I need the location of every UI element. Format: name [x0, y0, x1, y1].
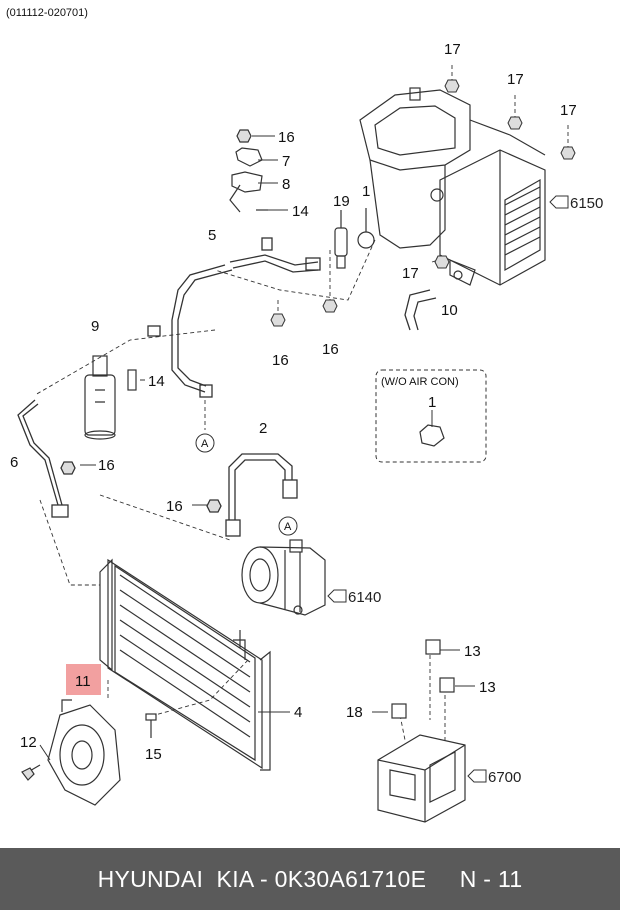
relay-box-6700: [377, 639, 466, 823]
condenser-fan-11: [21, 699, 121, 806]
nut-16-icons: [270, 299, 338, 327]
ac-compressor: [241, 539, 326, 616]
ref-6150: 6150: [570, 195, 603, 212]
callout-17-right: 17: [560, 102, 577, 119]
callout-5: 5: [208, 227, 216, 244]
callout-16-pipe: 16: [98, 457, 115, 474]
expansion-valve: [334, 208, 375, 269]
callout-17-lower: 17: [402, 265, 419, 282]
callout-14-mid: 14: [148, 373, 165, 390]
parts-diagram-canvas: (011112-020701): [6, 7, 603, 823]
ref-6700: 6700: [488, 769, 521, 786]
callout-15: 15: [145, 746, 162, 763]
callout-2: 2: [259, 420, 267, 437]
callout-10: 10: [441, 302, 458, 319]
callout-6: 6: [10, 454, 18, 471]
bracket-parts: [229, 129, 268, 213]
suction-hose-5: [147, 237, 321, 398]
callout-16-hose: 16: [166, 498, 183, 515]
ref-circle-a-2: [278, 516, 298, 536]
condenser-4: [99, 558, 271, 771]
callout-17-top: 17: [444, 41, 461, 58]
footer-text: HYUNDAI KIA - 0K30A61710E N - 11: [97, 865, 523, 892]
callout-18: 18: [346, 704, 363, 721]
callout-4: 4: [294, 704, 302, 721]
cover-plug-1: [419, 424, 445, 447]
ref-a-2: A: [284, 521, 292, 533]
liquid-pipe-6: [17, 399, 76, 518]
callout-16-top: 16: [278, 129, 295, 146]
callout-12: 12: [20, 734, 37, 751]
callout-1: 1: [362, 183, 370, 200]
nut-17-icons: [434, 79, 576, 269]
callout-1-box: 1: [428, 394, 436, 411]
callout-16-a: 16: [272, 352, 289, 369]
highlight-box-11: [66, 664, 101, 695]
callout-13-a: 13: [464, 643, 481, 660]
callout-8: 8: [282, 176, 290, 193]
leader-solid: [39, 135, 475, 761]
callout-19: 19: [333, 193, 350, 210]
ref-a-1: A: [201, 438, 209, 450]
diagram-code: (011112-020701): [6, 7, 88, 19]
callout-7: 7: [282, 153, 290, 170]
ref-6140: 6140: [348, 589, 381, 606]
bolt-15: [145, 713, 157, 738]
discharge-hose-2: [206, 453, 298, 537]
callout-9: 9: [91, 318, 99, 335]
part-number-footer: HYUNDAI KIA - 0K30A61710E N - 11: [0, 848, 620, 910]
callout-11: 11: [75, 673, 91, 690]
ref-circle-a-1: [195, 433, 215, 453]
callout-16-b: 16: [322, 341, 339, 358]
receiver-dryer-9: [84, 355, 137, 440]
wo-aircon-title: (W/O AIR CON): [381, 376, 459, 388]
wo-aircon-box: [375, 369, 487, 463]
ref-arrows: [327, 195, 569, 783]
callout-14-top: 14: [292, 203, 309, 220]
callout-13-b: 13: [479, 679, 496, 696]
callout-17-mid: 17: [507, 71, 524, 88]
hvac-unit: [359, 87, 546, 286]
drain-hose-10: [404, 289, 437, 331]
